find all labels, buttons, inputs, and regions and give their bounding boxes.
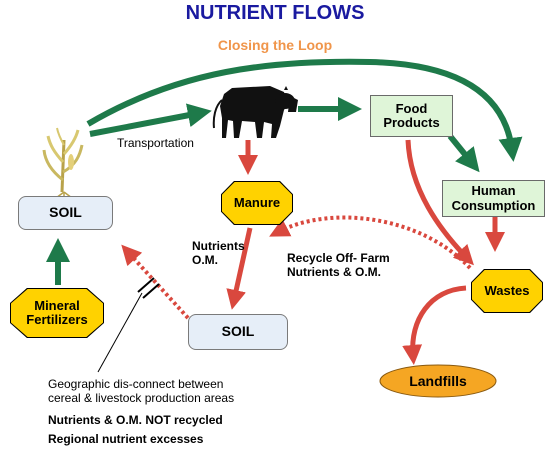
arrow-plant-to-cow xyxy=(89,103,212,137)
corn-plant-icon xyxy=(42,127,84,199)
arrow-plant-to-human-consumption xyxy=(86,58,523,162)
nutrients-om-label: Nutrients O.M. xyxy=(192,239,245,267)
soil-bottom-label: SOIL xyxy=(221,323,255,340)
wastes-label: Wastes xyxy=(484,282,530,298)
cow-icon xyxy=(212,86,298,138)
soil-bottom-box: SOIL xyxy=(188,314,288,350)
food-products-label: Food Products xyxy=(383,100,440,130)
manure-octagon: Manure xyxy=(221,181,293,225)
soil-left-box: SOIL xyxy=(18,196,113,230)
soil-left-label: SOIL xyxy=(49,204,82,221)
note-pointer-line xyxy=(97,292,143,373)
arrow-food-to-human xyxy=(447,134,480,173)
mineral-fertilizers-label: Mineral Fertilizers xyxy=(26,297,88,327)
transportation-label: Transportation xyxy=(117,136,194,150)
disconnect-mark xyxy=(137,277,155,293)
wastes-octagon: Wastes xyxy=(471,269,543,313)
landfills-label: Landfills xyxy=(409,373,467,389)
geographic-disconnect-note: Geographic dis-connect between cereal & … xyxy=(48,377,235,406)
human-consumption-label: Human Consumption xyxy=(451,183,536,213)
recycle-off-farm-label: Recycle Off- Farm Nutrients & O.M. xyxy=(287,251,390,280)
disconnect-mark xyxy=(142,283,160,299)
arrow-recycle-wastes-to-manure xyxy=(269,215,472,270)
food-products-box: Food Products xyxy=(370,95,453,137)
arrow-manure-to-soil xyxy=(226,227,253,310)
arrow-wastes-to-landfills xyxy=(402,285,467,365)
not-recycled-note: Nutrients & O.M. NOT recycled xyxy=(48,413,223,427)
manure-label: Manure xyxy=(233,194,281,210)
page-title: NUTRIENT FLOWS xyxy=(185,2,365,24)
mineral-fertilizers-octagon: Mineral Fertilizers xyxy=(10,288,104,338)
regional-excess-note: Regional nutrient excesses xyxy=(48,432,204,446)
human-consumption-box: Human Consumption xyxy=(442,180,545,217)
page-subtitle: Closing the Loop xyxy=(217,37,333,53)
arrow-food-to-wastes xyxy=(405,139,474,266)
landfills-shape xyxy=(379,364,497,398)
